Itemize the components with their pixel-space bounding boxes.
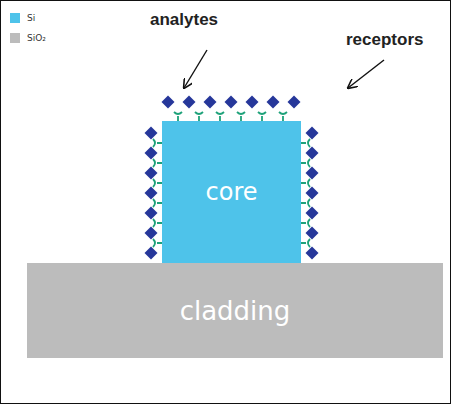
legend: SiSiO₂ [10,11,46,51]
legend-swatch [10,13,20,23]
analyte [162,96,175,109]
analyte [306,207,319,220]
receptor [301,239,310,247]
legend-entry: Si [10,11,46,25]
receptor [195,112,203,121]
node-label: core [206,178,258,206]
receptor [153,139,162,147]
legend-entry: SiO₂ [10,31,46,45]
analyte [145,207,158,220]
analyte [145,187,158,200]
leader-line [184,50,207,88]
analyte [267,96,280,109]
receptor [153,179,162,187]
legend-swatch [10,33,20,43]
analyte [306,187,319,200]
receptor [153,199,162,207]
analyte [306,127,319,140]
analyte [183,96,196,109]
receptor [279,112,287,121]
waveguide-core: core [162,121,301,263]
analyte [204,96,217,109]
receptors-label: receptors [346,30,423,50]
receptor [301,219,310,227]
receptor [258,112,266,121]
analyte [145,247,158,260]
analytes-label: analytes [150,10,218,30]
legend-label: SiO₂ [27,33,46,43]
analyte [225,96,238,109]
analyte [288,96,301,109]
node-label: cladding [180,296,291,326]
receptor [153,219,162,227]
receptor [301,179,310,187]
receptor [301,139,310,147]
analyte [306,227,319,240]
cladding-layer: cladding [27,263,443,358]
analyte [145,147,158,160]
legend-label: Si [27,13,35,23]
receptor [301,159,310,167]
leader-line [348,60,384,88]
receptor [174,112,182,121]
analyte [145,167,158,180]
receptor [301,199,310,207]
analyte [145,127,158,140]
receptor [153,239,162,247]
analyte [306,247,319,260]
analyte [145,227,158,240]
analyte [306,167,319,180]
analyte [246,96,259,109]
receptor [153,159,162,167]
analyte [306,147,319,160]
receptor [216,112,224,121]
receptor [237,112,245,121]
